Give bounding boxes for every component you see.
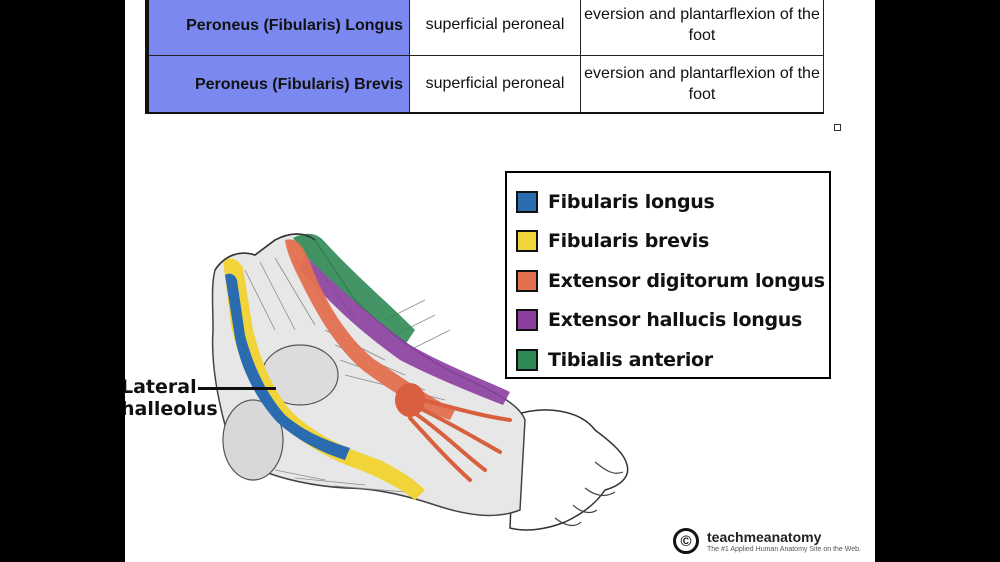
callout-line-1: Lateral <box>125 376 197 398</box>
extensor-hallucis-longus-region <box>300 255 510 405</box>
teachmeanatomy-logo: © teachmeanatomy The #1 Applied Human An… <box>673 528 861 554</box>
logo-name: teachmeanatomy <box>707 528 822 545</box>
innervation-cell: superficial peroneal <box>409 55 581 114</box>
legend-swatch-orange <box>516 269 538 292</box>
legend-item: Tibialis anterior <box>507 340 829 380</box>
legend-label: Extensor digitorum longus <box>548 269 825 292</box>
muscle-name-cell: Peroneus (Fibularis) Brevis <box>145 55 410 114</box>
muscle-name-cell: Peroneus (Fibularis) Longus <box>145 0 410 56</box>
logo-tagline: The #1 Applied Human Anatomy Site on the… <box>707 545 861 553</box>
legend-label: Fibularis brevis <box>548 230 710 253</box>
legend-swatch-blue <box>516 190 538 213</box>
legend-swatch-purple <box>516 309 538 332</box>
slide: Peroneus (Fibularis) Longus superficial … <box>125 0 875 562</box>
legend-item: Extensor digitorum longus <box>507 261 829 301</box>
lateral-malleolus-label: Lateral halleolus <box>125 376 218 420</box>
legend-item: Extensor hallucis longus <box>507 301 829 341</box>
legend-label: Extensor hallucis longus <box>548 309 803 332</box>
innervation-cell: superficial peroneal <box>409 0 581 56</box>
legend-item: Fibularis brevis <box>507 222 829 262</box>
legend-swatch-yellow <box>516 230 538 253</box>
legend-label: Tibialis anterior <box>548 348 713 371</box>
logo-text: teachmeanatomy The #1 Applied Human Anat… <box>707 529 861 554</box>
toes-outline <box>509 409 629 531</box>
legend: Fibularis longus Fibularis brevis Extens… <box>505 171 831 379</box>
muscle-table: Peroneus (Fibularis) Longus superficial … <box>145 0 824 114</box>
legend-swatch-green <box>516 348 538 371</box>
tibialis-anterior-region <box>293 233 415 345</box>
copyright-logo-icon: © <box>673 528 699 554</box>
callout-pointer-line <box>198 387 276 390</box>
action-cell: eversion and plantarflexion of the foot <box>580 0 824 56</box>
callout-line-2: halleolus <box>125 398 218 420</box>
action-cell: eversion and plantarflexion of the foot <box>580 55 824 114</box>
legend-item: Fibularis longus <box>507 182 829 222</box>
small-square-marker <box>834 124 841 131</box>
foot-illustration <box>211 233 629 531</box>
fibularis-longus-region <box>225 273 350 460</box>
table-row: Peroneus (Fibularis) Brevis superficial … <box>145 55 824 114</box>
legend-label: Fibularis longus <box>548 190 715 213</box>
table-row: Peroneus (Fibularis) Longus superficial … <box>145 0 824 56</box>
